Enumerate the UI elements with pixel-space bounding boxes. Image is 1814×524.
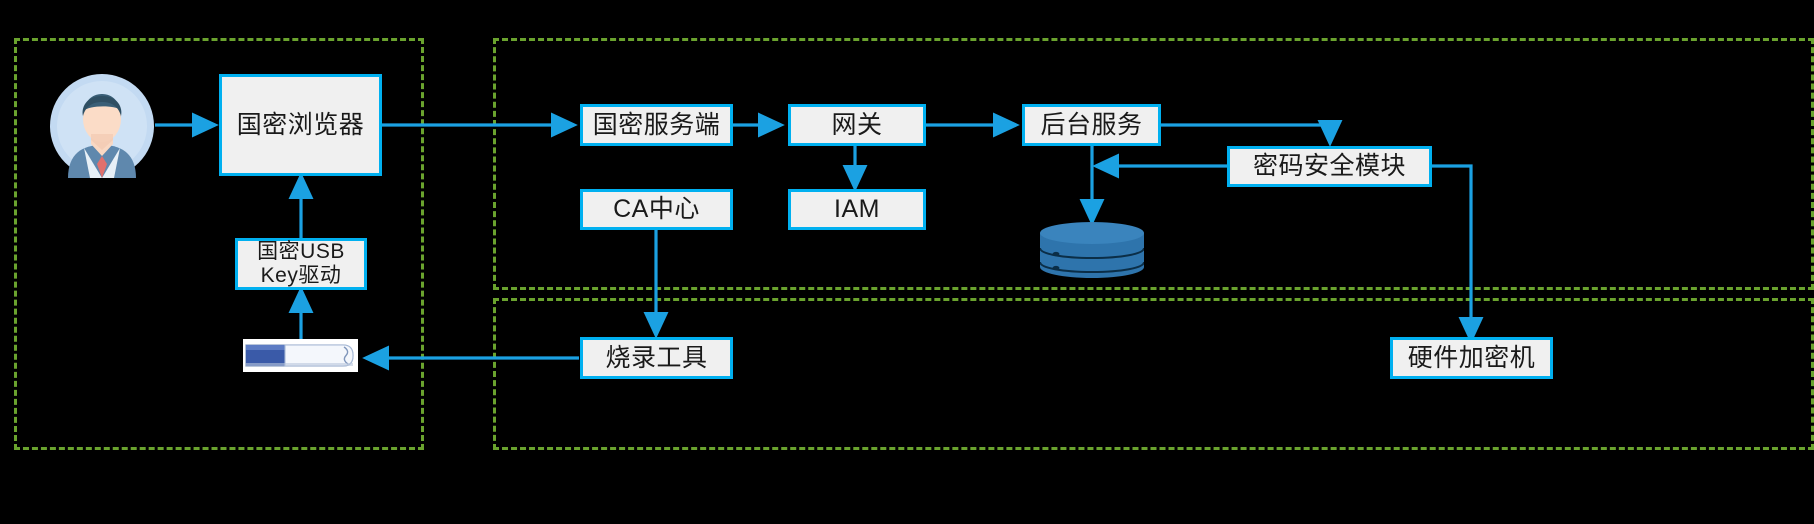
usb-key-icon bbox=[243, 339, 358, 372]
node-gm-server[interactable]: 国密服务端 bbox=[580, 104, 733, 146]
node-crypto-security-module[interactable]: 密码安全模块 bbox=[1227, 146, 1432, 187]
database bbox=[1039, 222, 1145, 278]
node-iam[interactable]: IAM bbox=[788, 189, 926, 230]
zone-server-side bbox=[493, 38, 1814, 290]
user-avatar-icon bbox=[50, 74, 154, 178]
node-backend-service[interactable]: 后台服务 bbox=[1022, 104, 1161, 146]
usb-key-device bbox=[243, 339, 358, 372]
database-cylinder-icon bbox=[1039, 222, 1145, 278]
node-ca-center[interactable]: CA中心 bbox=[580, 189, 733, 230]
node-hardware-encryptor[interactable]: 硬件加密机 bbox=[1390, 337, 1553, 379]
node-browser[interactable]: 国密浏览器 bbox=[219, 74, 382, 176]
user-avatar bbox=[50, 74, 154, 178]
node-gateway[interactable]: 网关 bbox=[788, 104, 926, 146]
zone-infrastructure bbox=[493, 298, 1814, 450]
zone-client-side bbox=[14, 38, 424, 450]
node-usb-key-driver[interactable]: 国密USB Key驱动 bbox=[235, 238, 367, 290]
node-burn-tool[interactable]: 烧录工具 bbox=[580, 337, 733, 379]
